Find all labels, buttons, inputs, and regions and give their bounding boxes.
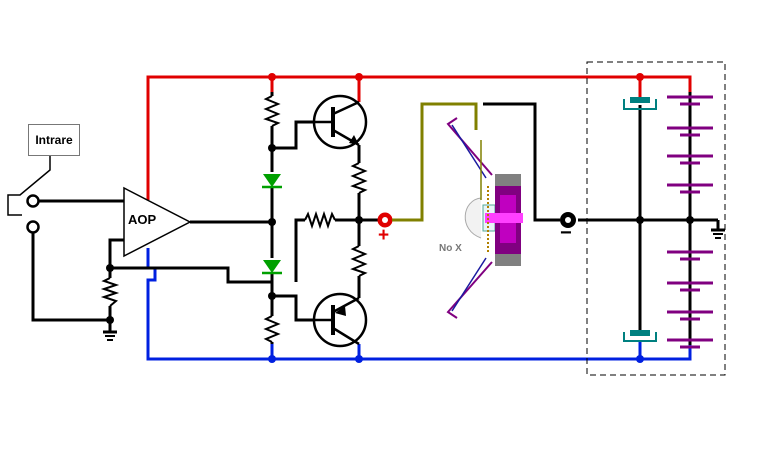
positive-terminal-label: +	[378, 225, 390, 246]
speaker-wire	[392, 102, 478, 222]
negative-terminal-label: −	[560, 222, 572, 244]
speaker-label: No X	[439, 243, 462, 254]
resistor-feedback	[304, 210, 336, 230]
positive-rail	[146, 75, 692, 200]
input-terminal-top[interactable]	[26, 194, 40, 208]
junction-dots	[106, 144, 694, 324]
diode-top	[262, 174, 282, 189]
speaker-icon	[446, 117, 523, 319]
power-supply-box	[586, 61, 726, 376]
resistors	[100, 95, 368, 343]
input-switch	[7, 155, 51, 216]
signal-wires	[31, 92, 725, 344]
resistor-bias-top	[263, 95, 281, 127]
npn-transistor-icon	[312, 94, 368, 150]
input-terminal-bottom[interactable]	[26, 220, 40, 234]
opamp-symbol	[123, 186, 192, 258]
battery-stack	[667, 92, 713, 349]
opamp-label: AOP	[128, 212, 157, 227]
output-terminal-positive-hole	[382, 217, 388, 223]
resistor-input-ground	[100, 277, 120, 307]
output-terminal-negative-hole	[565, 217, 571, 223]
resistor-emitter-top	[350, 162, 368, 194]
rail-junctions	[268, 73, 644, 363]
resistor-bias-bottom	[263, 315, 281, 343]
capacitor-bottom	[623, 330, 657, 342]
negative-rail	[146, 248, 692, 361]
diode-bottom	[262, 260, 282, 275]
pnp-transistor-icon	[312, 292, 368, 348]
input-label: Intrare	[28, 124, 80, 156]
capacitor-top	[623, 97, 657, 110]
resistor-emitter-bottom	[350, 245, 368, 277]
